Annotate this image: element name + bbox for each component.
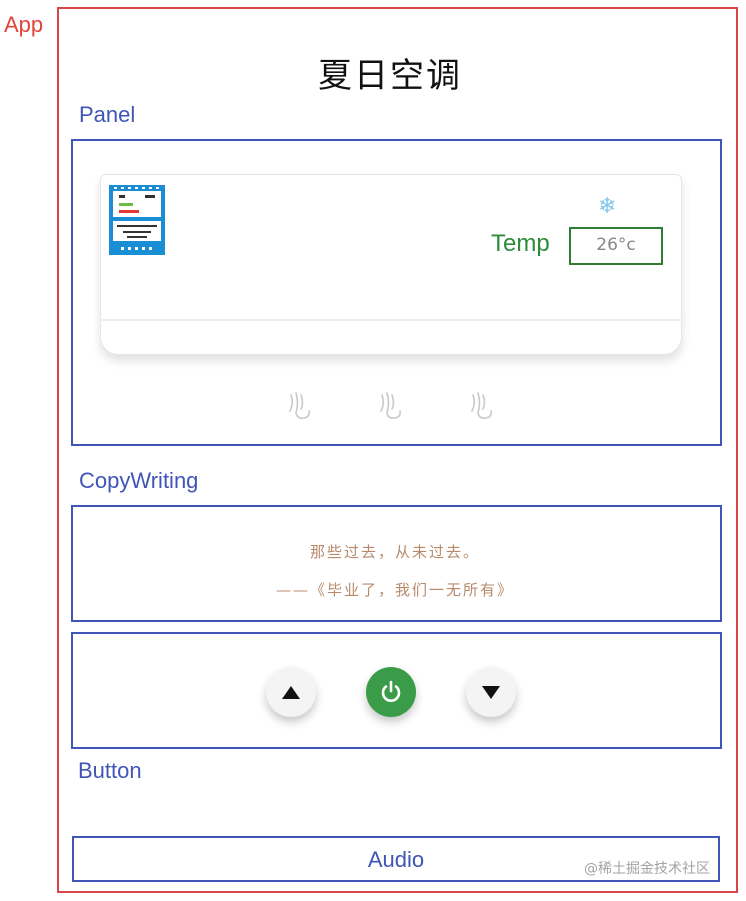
snowflake-icon: ❄: [598, 194, 617, 219]
temp-down-button[interactable]: [466, 667, 516, 717]
copywriting-label: CopyWriting: [79, 468, 199, 493]
power-icon: [381, 680, 401, 702]
wind-icon: [289, 392, 310, 419]
button-frame: [71, 632, 722, 749]
page-title: 夏日空调: [318, 56, 462, 96]
triangle-down-icon: [482, 686, 500, 699]
air-conditioner-vent-line: [100, 319, 682, 321]
wind-icon: [471, 392, 492, 419]
app-label: App: [4, 12, 44, 37]
panel-label: Panel: [79, 102, 136, 127]
triangle-up-icon: [282, 686, 300, 699]
copy-line-2: ——《毕业了，我们一无所有》: [275, 581, 514, 599]
watermark: @稀土掘金技术社区: [584, 861, 710, 877]
copywriting-frame: [71, 505, 722, 622]
audio-frame: Audio: [72, 836, 720, 882]
panel-frame: [71, 139, 722, 446]
ac-display-icon: [109, 185, 165, 255]
copy-line-1: 那些过去，从未过去。: [309, 543, 480, 561]
power-button[interactable]: [366, 667, 416, 717]
wind-icon: [380, 392, 401, 419]
temp-up-button[interactable]: [266, 667, 316, 717]
button-label: Button: [78, 758, 142, 783]
temp-display: 26°c: [569, 227, 663, 265]
app-frame: [57, 7, 738, 893]
temp-label: Temp: [491, 230, 550, 257]
audio-label: Audio: [367, 847, 425, 872]
